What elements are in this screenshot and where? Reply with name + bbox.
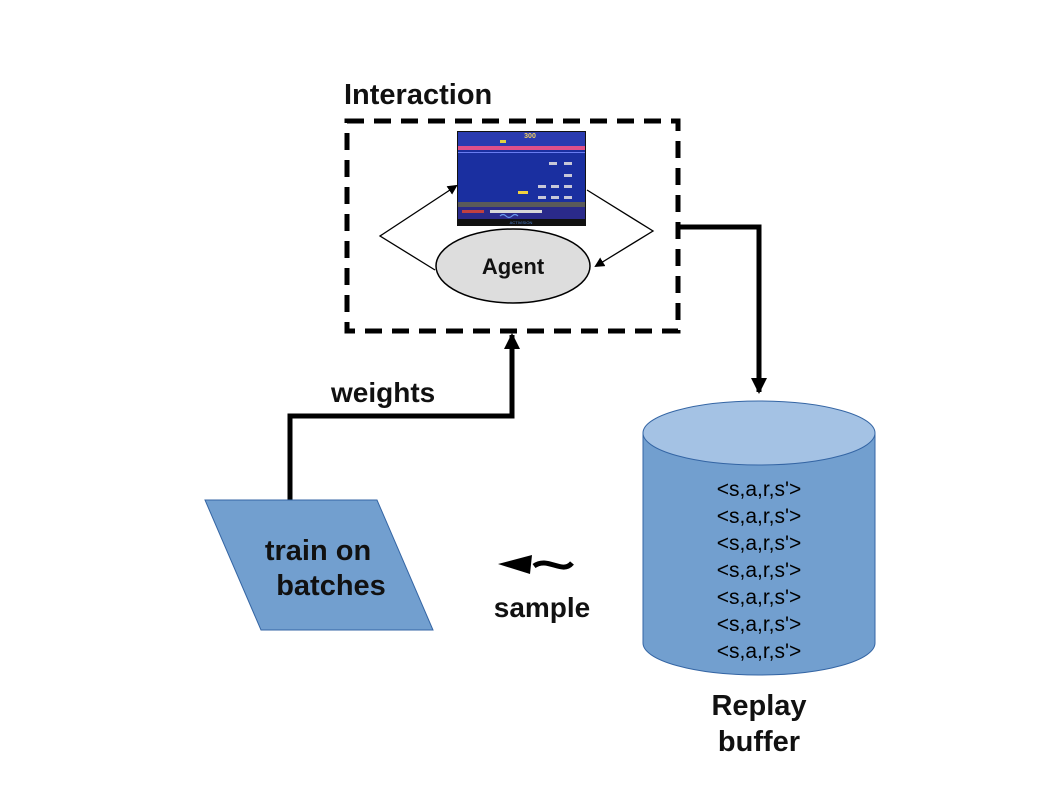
- interaction-to-buffer-arrow: [680, 224, 767, 394]
- interaction-box: [344, 118, 681, 334]
- agent-to-game-arrow: [378, 184, 458, 271]
- game-to-agent-arrow: [586, 189, 655, 268]
- transition-item: <s,a,r,s'>: [717, 559, 802, 582]
- transitions-list: <s,a,r,s'> <s,a,r,s'> <s,a,r,s'> <s,a,r,s'>…: [717, 478, 802, 663]
- transition-item: <s,a,r,s'>: [717, 532, 802, 555]
- weights-label: weights: [330, 377, 435, 408]
- replay-buffer-node: [642, 400, 876, 676]
- agent-node: [435, 228, 591, 304]
- transition-item: <s,a,r,s'>: [717, 586, 802, 609]
- game-score: 300: [524, 133, 536, 140]
- transition-item: <s,a,r,s'>: [717, 505, 802, 528]
- transition-item: <s,a,r,s'>: [717, 613, 802, 636]
- replay-label-line2: buffer: [718, 726, 800, 758]
- game-footer: ACTIVISION: [510, 220, 533, 225]
- sample-label: sample: [494, 592, 591, 623]
- train-node: [204, 499, 434, 631]
- transition-item: <s,a,r,s'>: [717, 640, 802, 663]
- weights-arrow: [287, 333, 520, 500]
- interaction-title: Interaction: [344, 79, 492, 111]
- transition-item: <s,a,r,s'>: [717, 478, 802, 501]
- sample-arrow: [498, 555, 574, 574]
- agent-label: Agent: [482, 254, 545, 279]
- replay-label-line1: Replay: [711, 690, 806, 722]
- train-label-line1: train on: [265, 535, 371, 567]
- train-label-line2: batches: [276, 570, 386, 602]
- game-screen: 300 ACTIVISION: [457, 131, 586, 226]
